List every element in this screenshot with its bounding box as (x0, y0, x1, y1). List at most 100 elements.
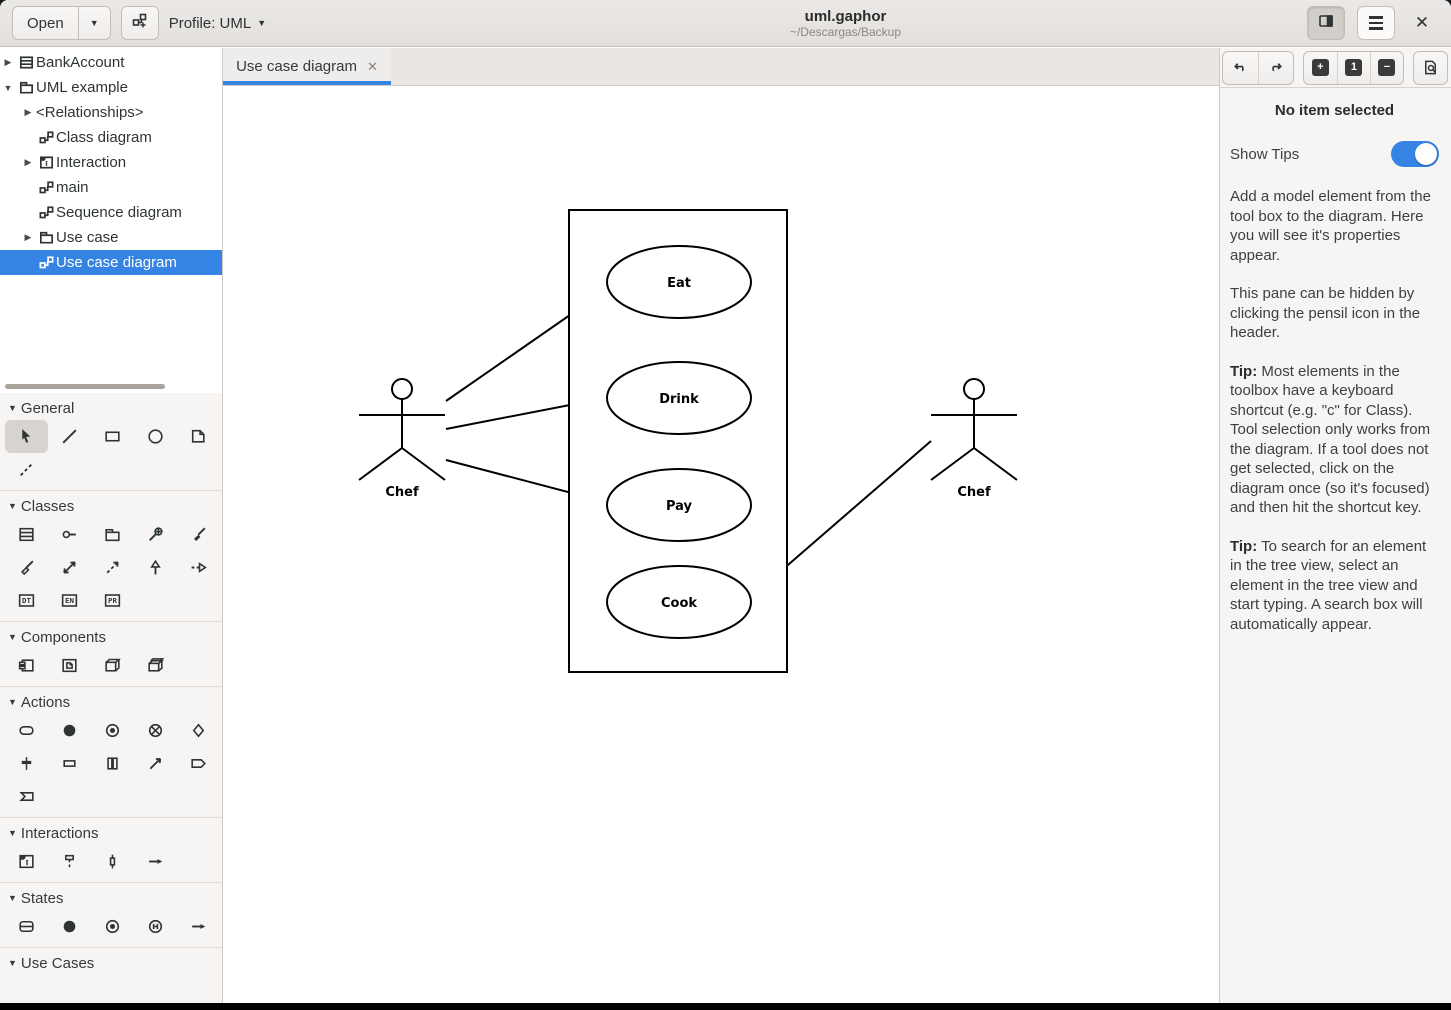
section-header-interactions[interactable]: ▼ Interactions (0, 821, 222, 845)
open-button[interactable]: Open (12, 6, 79, 40)
expander-icon[interactable]: ▼ (3, 82, 13, 93)
sidebar-pane-icon (1317, 12, 1335, 34)
tool-device[interactable] (134, 649, 177, 682)
use-case-cook[interactable]: Cook (606, 565, 752, 639)
section-header-actions[interactable]: ▼ Actions (0, 690, 222, 714)
profile-menu-button[interactable]: Profile: UML ▼ (169, 15, 266, 32)
tool-control-flow[interactable] (134, 747, 177, 780)
tool-box[interactable] (91, 420, 134, 453)
tool-message[interactable] (134, 845, 177, 878)
tree-horizontal-scrollbar[interactable] (5, 384, 165, 389)
tree-item-main[interactable]: main (0, 175, 222, 200)
tool-final-state[interactable] (91, 910, 134, 943)
tree-item-sequence-diagram[interactable]: Sequence diagram (0, 200, 222, 225)
tool-interface[interactable] (48, 518, 91, 551)
tool-pointer[interactable] (5, 420, 48, 453)
use-case-diagram-svg: Eat Drink Pay Cook (358, 209, 1018, 673)
tool-comment-line[interactable] (5, 453, 48, 486)
tool-component[interactable] (5, 649, 48, 682)
tool-transition[interactable] (177, 910, 220, 943)
tool-initial-pseudostate[interactable] (48, 910, 91, 943)
zoom-out-button[interactable]: − (1369, 51, 1403, 84)
tool-decision-node[interactable] (177, 714, 220, 747)
tool-association[interactable] (48, 551, 91, 584)
new-diagram-button[interactable] (120, 6, 159, 40)
tree-item-use-case[interactable]: ▶ Use case (0, 225, 222, 250)
actor-chef-left[interactable]: Chef (358, 378, 446, 500)
toolbox-section-use-cases: ▼ Use Cases (0, 947, 222, 979)
undo-button[interactable] (1223, 52, 1258, 84)
section-expander-icon: ▼ (8, 501, 17, 511)
tool-action[interactable] (5, 714, 48, 747)
tool-composite-association[interactable] (177, 518, 220, 551)
tool-interface-realization[interactable] (177, 551, 220, 584)
tool-primitive[interactable]: PR (91, 584, 134, 617)
tool-object-node[interactable] (48, 747, 91, 780)
dependency-icon (106, 561, 119, 574)
tree-item-interaction[interactable]: ▶ Interaction (0, 150, 222, 175)
tool-generalization[interactable] (134, 551, 177, 584)
tool-shared-association[interactable] (5, 551, 48, 584)
actor-chef-right[interactable]: Chef (930, 378, 1018, 500)
tool-artifact[interactable] (48, 649, 91, 682)
tool-package[interactable] (91, 518, 134, 551)
window-close-button[interactable]: ✕ (1414, 13, 1430, 32)
tool-partition[interactable] (91, 747, 134, 780)
tool-fork-join-node[interactable] (5, 747, 48, 780)
expander-icon[interactable]: ▶ (24, 107, 32, 117)
toolbox-section-states: ▼ States (0, 882, 222, 947)
initial-node-icon (63, 724, 76, 737)
tool-data-type[interactable]: DT (5, 584, 48, 617)
section-expander-icon: ▼ (8, 893, 17, 903)
zoom-fit-button[interactable] (1412, 50, 1448, 85)
tool-comment[interactable] (177, 420, 220, 453)
tool-ellipse[interactable] (134, 420, 177, 453)
section-header-use-cases[interactable]: ▼ Use Cases (0, 951, 222, 975)
properties-pane-toggle-button[interactable] (1307, 6, 1345, 40)
redo-button[interactable] (1257, 51, 1293, 84)
use-case-drink[interactable]: Drink (606, 361, 752, 435)
tool-history-pseudostate[interactable] (134, 910, 177, 943)
tab-close-icon[interactable]: ✕ (366, 58, 378, 74)
diagram-canvas[interactable]: Eat Drink Pay Cook (223, 86, 1219, 1003)
tool-dependency[interactable] (91, 551, 134, 584)
tool-state[interactable] (5, 910, 48, 943)
tool-containment[interactable] (134, 518, 177, 551)
open-recent-dropdown-button[interactable]: ▼ (78, 6, 111, 40)
tool-initial-node[interactable] (48, 714, 91, 747)
tree-item-uml-example[interactable]: ▼ UML example (0, 75, 222, 100)
tab-use-case-diagram[interactable]: Use case diagram ✕ (223, 48, 391, 85)
document-magnifier-icon (1424, 60, 1436, 75)
expander-icon[interactable]: ▶ (24, 157, 32, 167)
tool-execution-specification[interactable] (91, 845, 134, 878)
section-header-general[interactable]: ▼ General (0, 396, 222, 420)
generalization-icon (150, 559, 161, 575)
tree-item-class-diagram[interactable]: Class diagram (0, 125, 222, 150)
primitive-icon: PR (104, 594, 121, 607)
expander-icon[interactable]: ▶ (4, 57, 12, 67)
tool-activity-final-node[interactable] (91, 714, 134, 747)
tool-accept-event-action[interactable] (5, 780, 48, 813)
tree-item-bankaccount[interactable]: ▶ BankAccount (0, 50, 222, 75)
main-menu-button[interactable] (1357, 6, 1395, 40)
tree-item-relationships[interactable]: ▶ <Relationships> (0, 100, 222, 125)
expander-icon[interactable]: ▶ (24, 232, 32, 242)
tool-enumeration[interactable]: EN (48, 584, 91, 617)
use-case-pay[interactable]: Pay (606, 468, 752, 542)
use-case-eat[interactable]: Eat (606, 245, 752, 319)
tool-flow-final-node[interactable] (134, 714, 177, 747)
tool-node[interactable] (91, 649, 134, 682)
section-header-states[interactable]: ▼ States (0, 886, 222, 910)
zoom-100-button[interactable]: 1 (1336, 51, 1370, 84)
tool-interaction[interactable] (5, 845, 48, 878)
tool-lifeline[interactable] (48, 845, 91, 878)
section-header-components[interactable]: ▼ Components (0, 625, 222, 649)
show-tips-toggle[interactable] (1391, 141, 1439, 167)
tool-class[interactable] (5, 518, 48, 551)
tool-send-signal-action[interactable] (177, 747, 220, 780)
comment-icon (191, 429, 205, 443)
tool-line[interactable] (48, 420, 91, 453)
tree-item-use-case-diagram[interactable]: Use case diagram (0, 250, 222, 275)
zoom-in-button[interactable]: + (1304, 52, 1337, 84)
section-header-classes[interactable]: ▼ Classes (0, 494, 222, 518)
